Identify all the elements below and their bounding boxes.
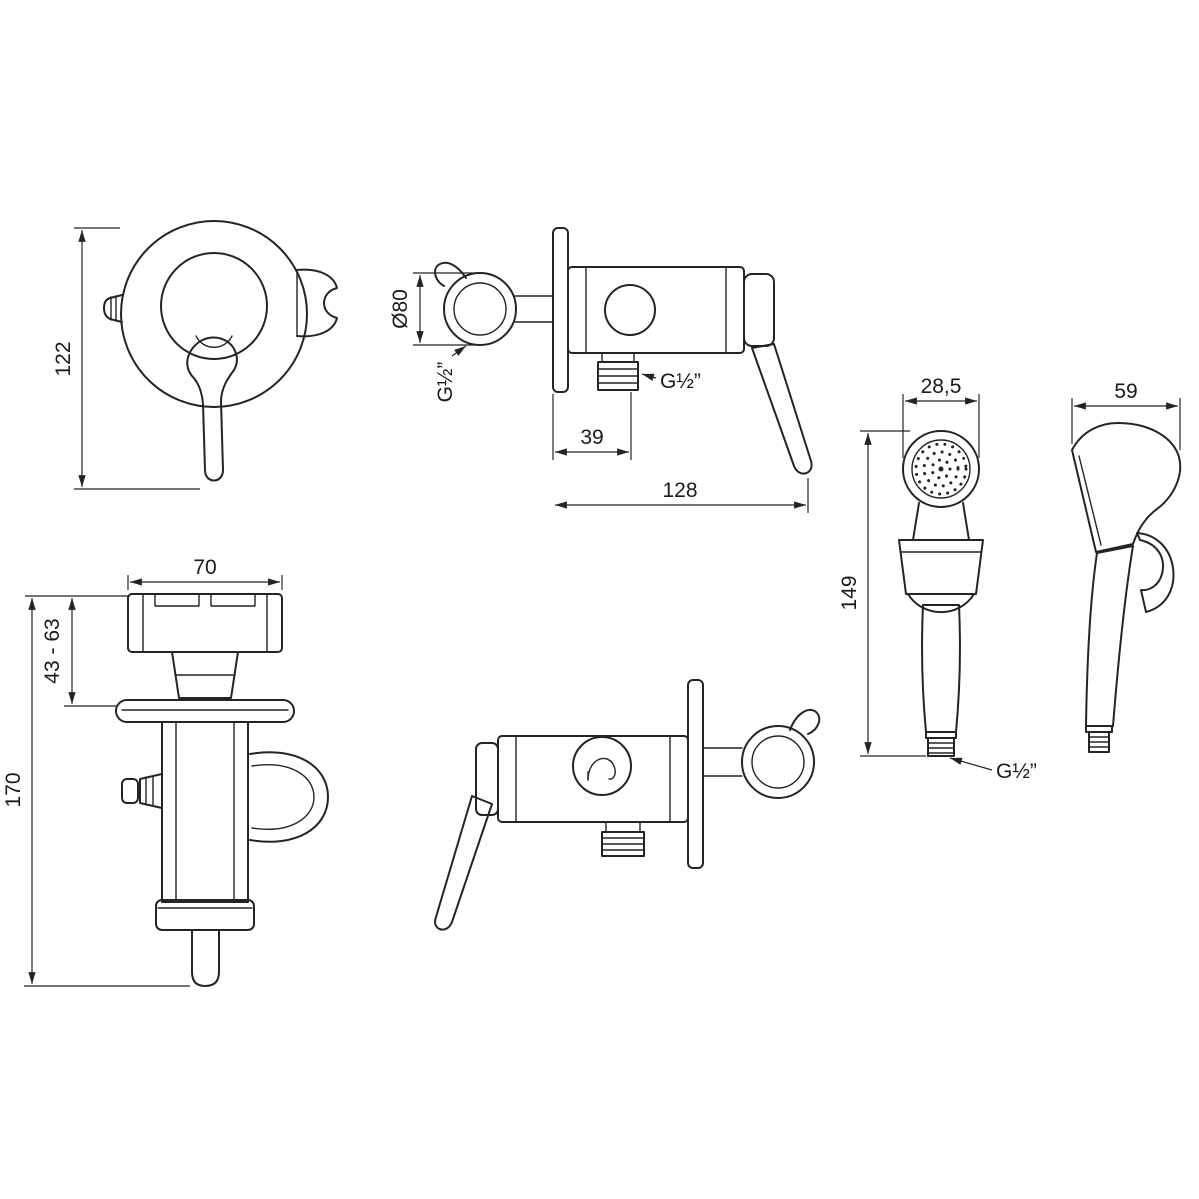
- side-knob-top: [121, 773, 163, 809]
- dim-label-front-height: 122: [52, 341, 75, 376]
- handle-grip-front: [921, 604, 961, 733]
- dim-label-head-depth: 59: [1114, 380, 1137, 403]
- lever-handle-front: [186, 336, 238, 482]
- holder-hook-side: [434, 261, 467, 287]
- shower-holder-top: [249, 751, 329, 843]
- side-knob-front: [103, 294, 123, 323]
- inlet-elbow-outer: [741, 725, 815, 799]
- dim-70: 70: [127, 556, 283, 590]
- holder-hook-side: [789, 709, 821, 735]
- wall-plate-side: [687, 679, 704, 869]
- mixer-body-side: [497, 735, 689, 823]
- mixer-front-view: 122: [52, 220, 338, 490]
- body-end-cap: [475, 742, 499, 816]
- mixer-top-view: 70 43 - 63 170: [2, 556, 329, 987]
- dim-label-flange-diameter: Ø80: [389, 289, 412, 329]
- inlet-elbow-inner: [751, 735, 805, 789]
- spout-tip: [191, 929, 220, 987]
- dim-122: 122: [52, 227, 200, 490]
- spray-center-nozzle: [938, 466, 944, 472]
- dim-label-handshower-height: 149: [838, 575, 861, 610]
- spray-nozzle-ring: [930, 458, 952, 480]
- dim-149: 149: [838, 430, 926, 757]
- dim-39: 39: [552, 392, 632, 460]
- holder-clip-side: [1136, 532, 1175, 613]
- dim-28-5: 28,5: [902, 375, 980, 458]
- tee-bar: [127, 593, 283, 653]
- mixer-body-circle: [160, 252, 268, 360]
- dim-label-hose-thread: G½”: [996, 760, 1037, 783]
- spray-head-outer: [902, 430, 980, 508]
- lever-handle-side: [751, 343, 813, 475]
- shower-holder-bracket-front: [296, 268, 338, 338]
- spray-nozzle-ring: [914, 442, 968, 496]
- dim-label-top-width: 70: [193, 556, 216, 579]
- outlet-thread-side: [597, 352, 639, 391]
- mount-slot: [154, 593, 200, 607]
- dim-label-head-width: 28,5: [921, 375, 962, 398]
- neck-line: [962, 502, 970, 541]
- dim-label-outlet-thread: G½”: [660, 370, 701, 393]
- dim-43-63: 43 - 63: [25, 595, 128, 707]
- dim-label-outlet-offset: 39: [580, 426, 603, 449]
- wall-flange-edge: [115, 699, 295, 723]
- label-outlet-thread: G½”: [641, 370, 701, 393]
- label-hose-thread: G½”: [949, 757, 1037, 783]
- diverter-with-spout-icon: [572, 736, 632, 796]
- ball-joint-bulge: [907, 593, 975, 614]
- dim-d80: Ø80: [389, 272, 477, 346]
- body-column: [161, 721, 249, 903]
- handshower-side-view: 59: [1071, 380, 1182, 753]
- hose-thread-front: [925, 731, 957, 757]
- handshower-front-view: 28,5 149 G½”: [838, 375, 1037, 783]
- holder-cone-front: [898, 539, 984, 595]
- dim-label-total-depth: 128: [662, 479, 697, 502]
- handle-hub-arc: [195, 335, 233, 348]
- hose-thread-side: [1085, 725, 1113, 753]
- lever-handle-side: [434, 795, 493, 931]
- dim-label-inlet-thread: G½”: [434, 362, 457, 403]
- bottom-cap: [155, 899, 255, 931]
- diverter-knob-side: [604, 284, 656, 336]
- outlet-thread-side: [601, 821, 645, 857]
- dim-128: 128: [555, 478, 809, 513]
- handle-grip-side: [1085, 545, 1134, 727]
- mounting-nut: [171, 651, 239, 699]
- dim-label-total-height: 170: [2, 772, 25, 807]
- label-inlet-thread: G½”: [434, 345, 467, 403]
- inlet-elbow-outer: [443, 272, 517, 346]
- body-end-cap: [743, 273, 775, 347]
- spray-face: [911, 439, 971, 499]
- wall-plate-side: [552, 227, 569, 393]
- mount-slot: [210, 593, 256, 607]
- wall-flange-circle: [120, 220, 308, 408]
- spray-face-line: [1078, 455, 1102, 546]
- dim-59: 59: [1071, 380, 1181, 450]
- mixer-side-view: Ø80 G½” G½” 39 128: [389, 227, 813, 513]
- mixer-side-view-mirrored: [434, 679, 821, 931]
- neck-line: [912, 502, 920, 541]
- inlet-elbow-inner: [453, 282, 507, 336]
- spray-nozzle-ring: [922, 450, 960, 488]
- dim-label-wall-mount-range: 43 - 63: [41, 618, 64, 683]
- spray-head-side: [1071, 422, 1182, 553]
- dim-170: 170: [2, 598, 190, 987]
